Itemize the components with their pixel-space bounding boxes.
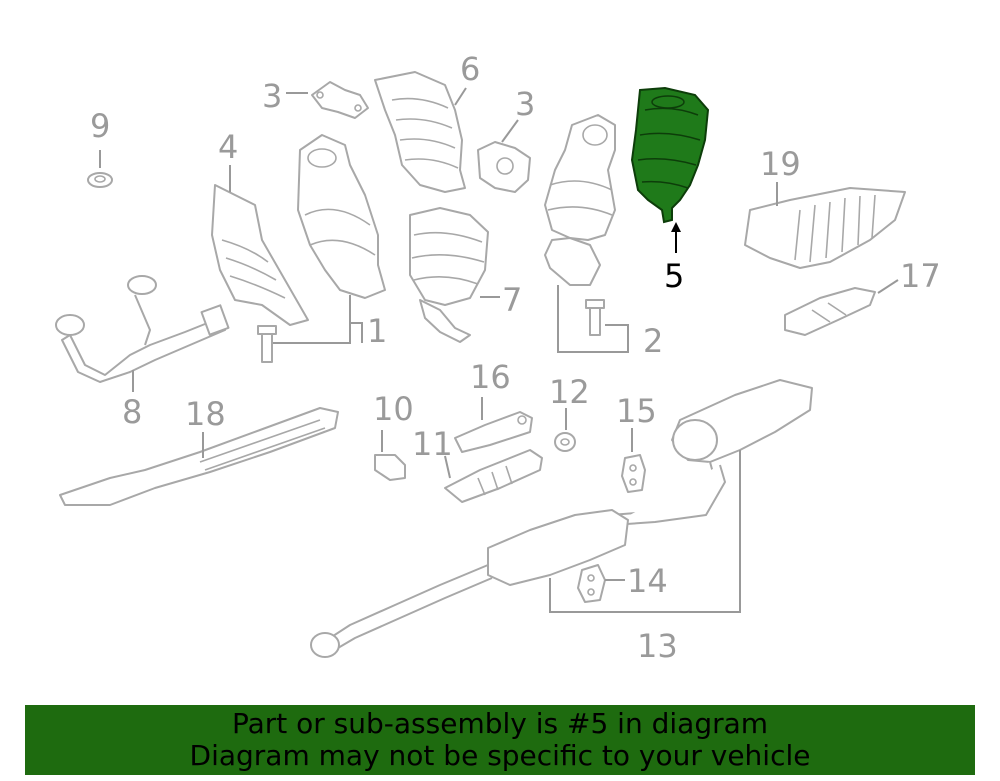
- callout-18[interactable]: 18: [185, 395, 226, 433]
- callout-17[interactable]: 17: [900, 257, 941, 295]
- part-6-heat-shield[interactable]: [374, 71, 466, 193]
- part-7-heat-shield[interactable]: [409, 207, 489, 343]
- part-5-heat-shield-highlighted[interactable]: [630, 86, 710, 224]
- banner-line-1: Part or sub-assembly is #5 in diagram: [231, 707, 769, 740]
- callout-9[interactable]: 9: [90, 107, 110, 145]
- bolt-part-1: [257, 325, 277, 363]
- callout-19[interactable]: 19: [760, 145, 801, 183]
- part-12-grommet[interactable]: [554, 432, 576, 452]
- part-15-hanger-rubber[interactable]: [621, 454, 646, 493]
- part-16-hanger[interactable]: [454, 411, 533, 453]
- callout-3-right[interactable]: 3: [515, 85, 535, 123]
- callout-5[interactable]: 5: [664, 257, 684, 295]
- part-14-hanger[interactable]: [577, 564, 606, 603]
- callout-2[interactable]: 2: [643, 322, 663, 360]
- part-17-bracket[interactable]: [784, 287, 876, 336]
- part-18-heat-shield[interactable]: [59, 407, 339, 506]
- callout-8[interactable]: 8: [122, 393, 142, 431]
- callout-7[interactable]: 7: [502, 281, 522, 319]
- callout-10[interactable]: 10: [373, 390, 414, 428]
- callout-1[interactable]: 1: [367, 312, 387, 350]
- callout-11[interactable]: 11: [412, 425, 453, 463]
- callout-4[interactable]: 4: [218, 128, 238, 166]
- callout-15[interactable]: 15: [616, 392, 657, 430]
- part-3-gasket-left[interactable]: [311, 81, 369, 119]
- bolt-part-2: [585, 299, 605, 336]
- info-banner: Part or sub-assembly is #5 in diagram Di…: [25, 705, 975, 775]
- callout-14[interactable]: 14: [627, 562, 668, 600]
- callout-16[interactable]: 16: [470, 358, 511, 396]
- callout-3-left[interactable]: 3: [262, 77, 282, 115]
- part-11-bracket[interactable]: [444, 449, 543, 503]
- callout-6[interactable]: 6: [460, 50, 480, 88]
- part-3-gasket-right[interactable]: [477, 141, 531, 193]
- banner-line-2: Diagram may not be specific to your vehi…: [189, 739, 811, 772]
- part-2-catalytic-converter[interactable]: [544, 114, 616, 286]
- part-9-washer[interactable]: [87, 172, 113, 188]
- part-4-heat-shield[interactable]: [211, 184, 309, 326]
- part-10-clip[interactable]: [374, 454, 406, 481]
- part-8-front-pipe[interactable]: [55, 275, 230, 383]
- callout-13[interactable]: 13: [637, 627, 678, 665]
- exhaust-parts-diagram: 9 3 6 3 4 1 7: [55, 50, 941, 665]
- part-1-catalytic-converter[interactable]: [297, 134, 386, 299]
- callout-12[interactable]: 12: [549, 373, 590, 411]
- part-19-heat-shield[interactable]: [744, 187, 906, 269]
- part-13-muffler-assembly[interactable]: [310, 379, 813, 658]
